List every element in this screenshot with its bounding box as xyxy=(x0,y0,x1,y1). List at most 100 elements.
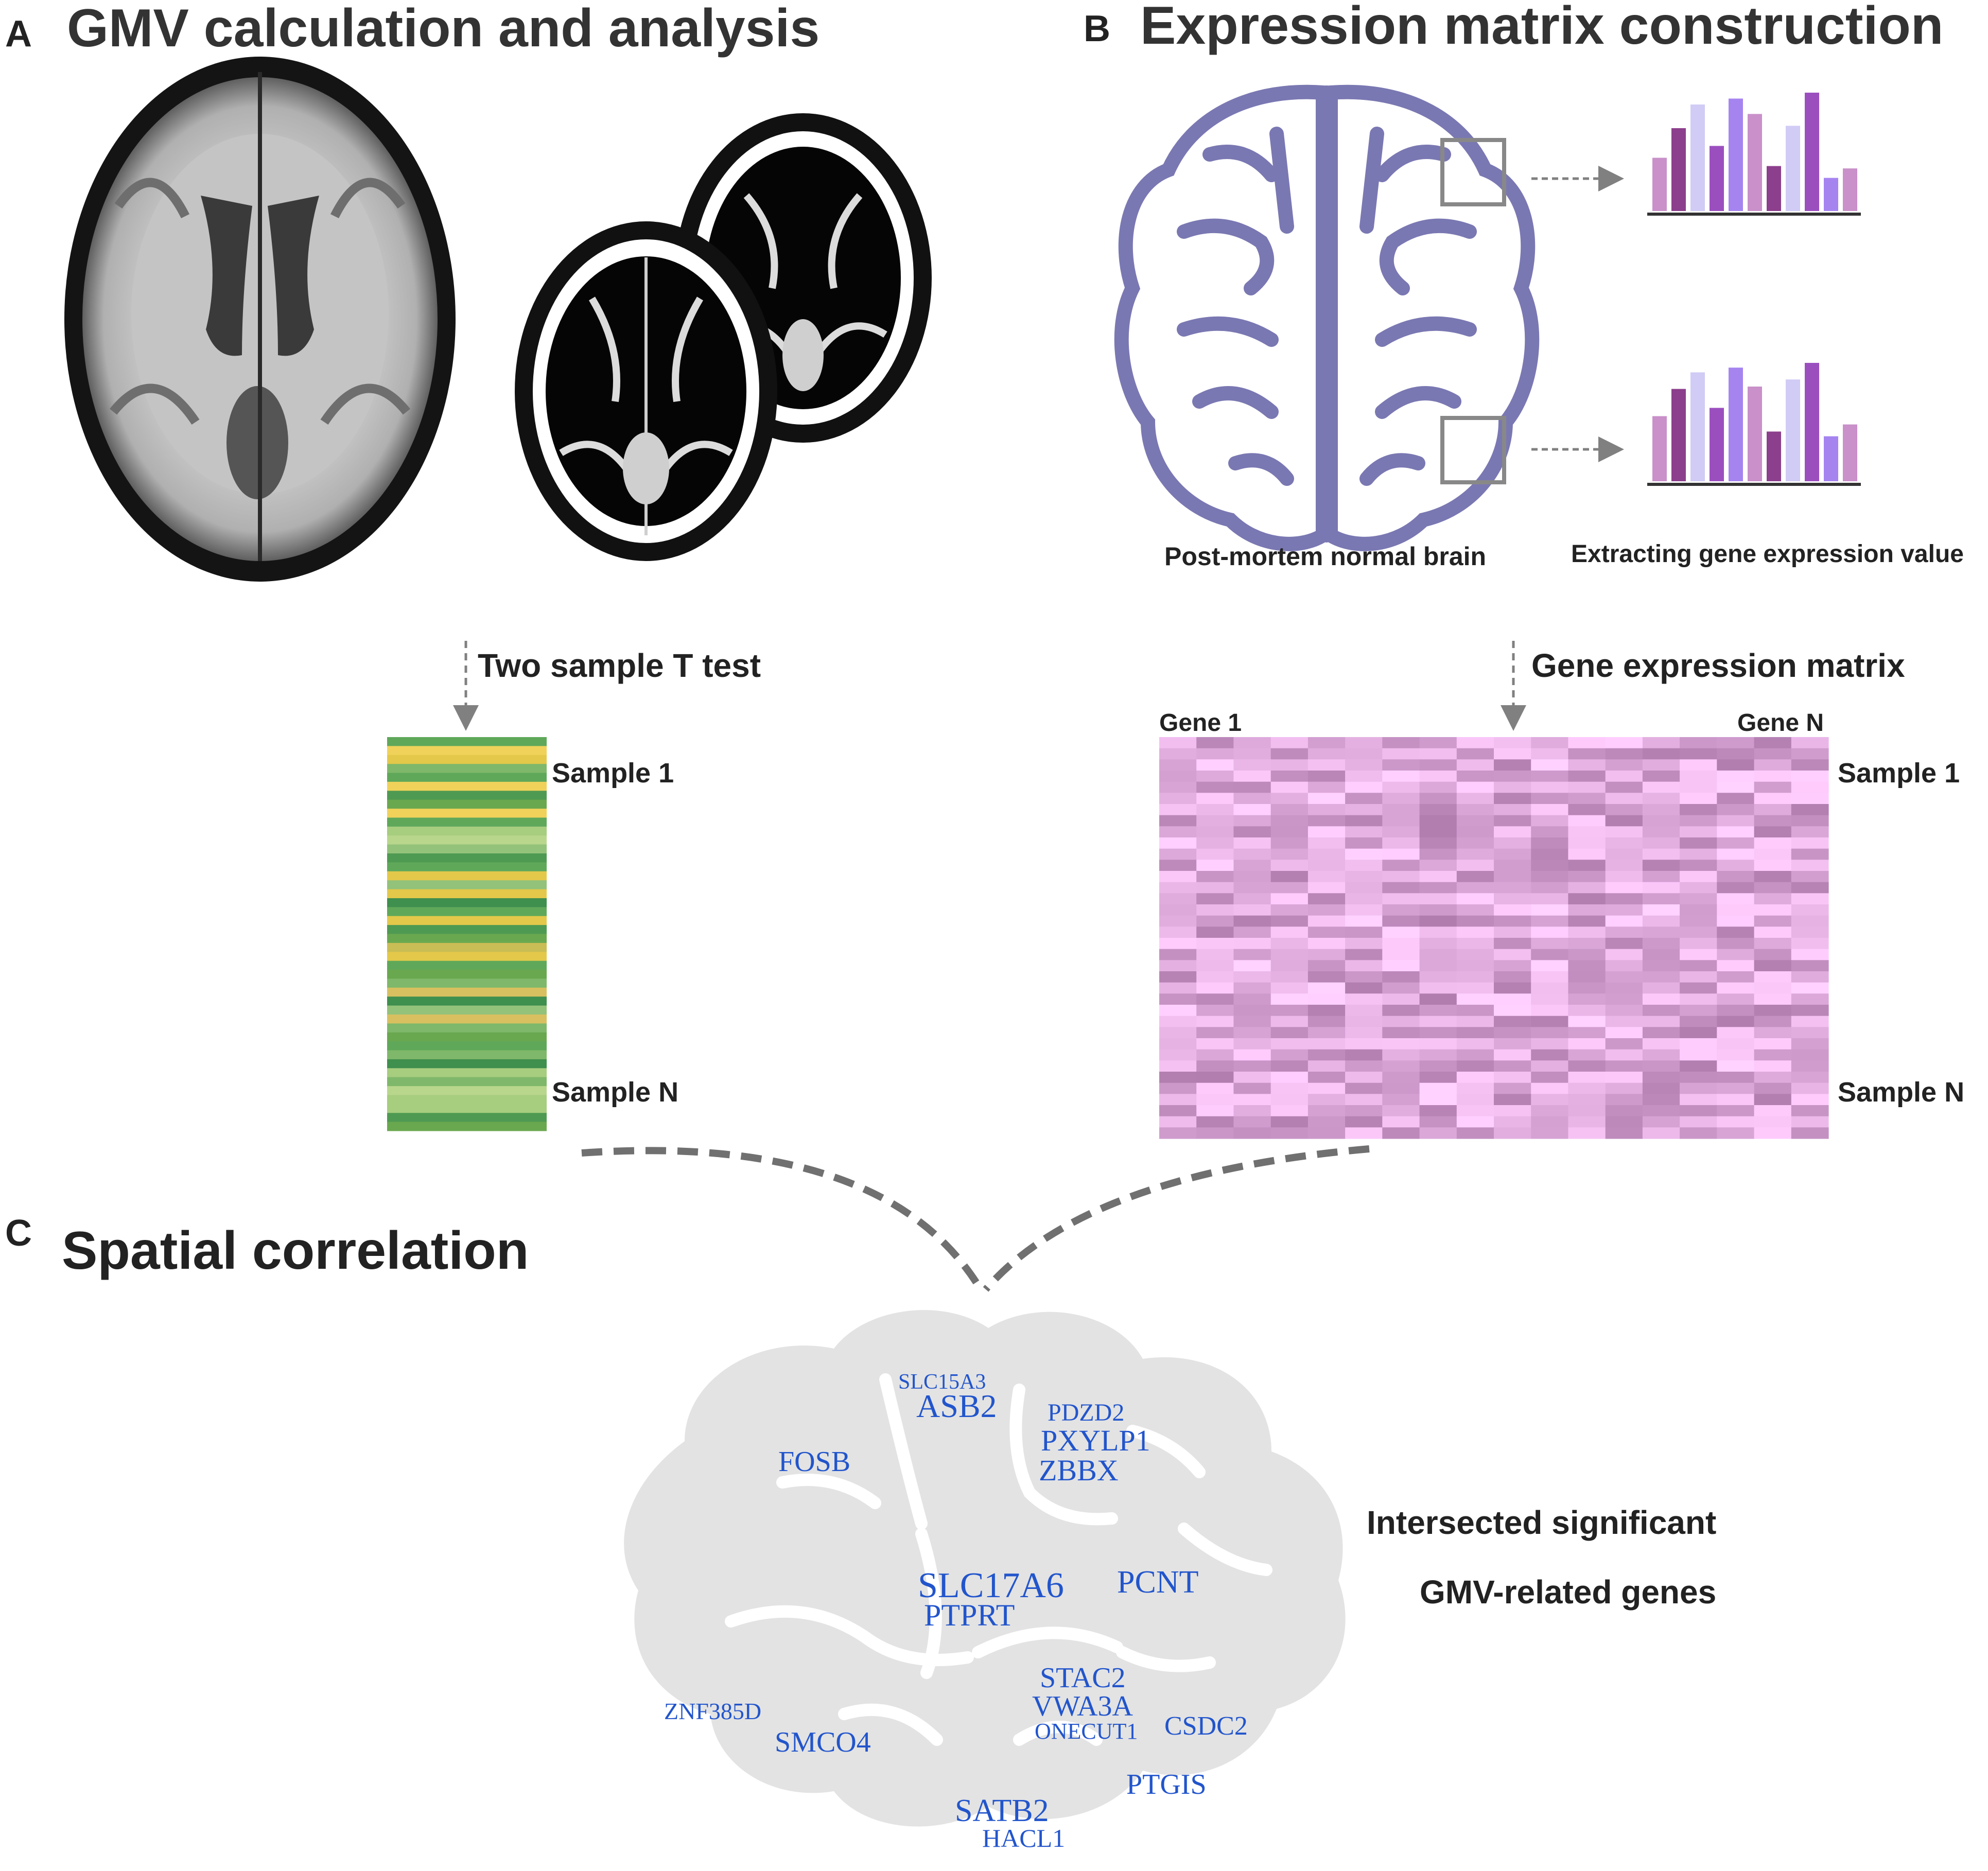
heatmap-cell xyxy=(1456,982,1494,994)
heatmap-cell xyxy=(1605,1082,1643,1094)
heatmap-cell xyxy=(1531,737,1568,749)
heatmap-cell xyxy=(1345,1105,1383,1117)
strip-cell xyxy=(387,764,547,774)
heatmap-cell xyxy=(1345,993,1383,1005)
heatmap-cell xyxy=(1717,771,1755,782)
bar xyxy=(1767,166,1781,211)
heatmap-cell xyxy=(1233,949,1271,960)
heatmap-cell xyxy=(1680,915,1717,927)
heatmap-cell xyxy=(1159,771,1197,782)
heatmap-cell xyxy=(1568,993,1606,1005)
heatmap-cell xyxy=(1382,915,1420,927)
heatmap-cell xyxy=(1531,1105,1568,1117)
heatmap-cell xyxy=(1494,793,1531,805)
heatmap-cell xyxy=(1791,826,1829,838)
heatmap-cell xyxy=(1568,893,1606,905)
heatmap-cell xyxy=(1419,882,1457,894)
heatmap-cell xyxy=(1382,1016,1420,1027)
heatmap-cell xyxy=(1270,938,1309,950)
panel-a-title: GMV calculation and analysis xyxy=(67,0,819,58)
heatmap-cell xyxy=(1642,1027,1680,1039)
bar xyxy=(1671,128,1686,211)
heatmap-cell xyxy=(1382,1060,1420,1072)
heatmap-cell xyxy=(1159,1016,1197,1027)
heatmap-cell xyxy=(1531,1005,1568,1017)
heatmap-cell xyxy=(1568,938,1606,950)
heatmap-cell xyxy=(1494,904,1531,916)
heatmap-cell xyxy=(1642,1127,1680,1139)
heatmap-cell xyxy=(1717,781,1755,793)
heatmap-cell xyxy=(1568,926,1606,938)
heatmap-cell xyxy=(1382,871,1420,883)
heatmap-cell xyxy=(1680,971,1717,983)
heatmap-cell xyxy=(1754,1060,1792,1072)
heatmap-cell xyxy=(1382,1094,1420,1106)
heatmap-cell xyxy=(1605,1116,1643,1128)
heatmap-cell xyxy=(1494,1082,1531,1094)
heatmap-cell xyxy=(1233,1105,1271,1117)
heatmap-cell xyxy=(1159,826,1197,838)
heatmap-cell xyxy=(1605,1094,1643,1106)
strip-cell xyxy=(387,996,547,1006)
heatmap-cell xyxy=(1568,915,1606,927)
heatmap-cell xyxy=(1345,1127,1383,1139)
strip-cell xyxy=(387,1023,547,1033)
heatmap-cell xyxy=(1196,949,1234,960)
brain-silhouette-icon xyxy=(624,1310,1346,1827)
heatmap-cell xyxy=(1717,893,1755,905)
bar xyxy=(1805,363,1819,481)
strip-cell xyxy=(387,835,547,845)
bar xyxy=(1843,424,1857,481)
heatmap-cell xyxy=(1270,893,1309,905)
heatmap-cell xyxy=(1456,860,1494,871)
heatmap-cell xyxy=(1307,949,1346,960)
heatmap-cell xyxy=(1196,1060,1234,1072)
strip-cell xyxy=(387,1095,547,1105)
heatmap-cell xyxy=(1568,1005,1606,1017)
heatmap-cell xyxy=(1159,737,1197,749)
heatmap-cell xyxy=(1307,893,1346,905)
heatmap-cell xyxy=(1605,949,1643,960)
heatmap-cell xyxy=(1233,771,1271,782)
heatmap-cell xyxy=(1233,926,1271,938)
heatmap-cell xyxy=(1494,826,1531,838)
heatmap-cell xyxy=(1531,915,1568,927)
heatmap-cell xyxy=(1494,837,1531,849)
heatmap-cell xyxy=(1754,781,1792,793)
heatmap-cell xyxy=(1307,960,1346,972)
heatmap-cell xyxy=(1791,1127,1829,1139)
heatmap-cell xyxy=(1270,1105,1309,1117)
heatmap-cell xyxy=(1568,1082,1606,1094)
gene-label: SMCO4 xyxy=(775,1726,871,1758)
heatmap-cell xyxy=(1159,938,1197,950)
heatmap-cell xyxy=(1307,1105,1346,1117)
heatmap-cell xyxy=(1159,793,1197,805)
heatmap-cell xyxy=(1531,860,1568,871)
heatmap-cell xyxy=(1419,1060,1457,1072)
gene-label: HACL1 xyxy=(982,1824,1065,1852)
heatmap-cell xyxy=(1605,1027,1643,1039)
heatmap-cell xyxy=(1680,781,1717,793)
heatmap-cell xyxy=(1680,1016,1717,1027)
heatmap-cell xyxy=(1270,793,1309,805)
heatmap-cell xyxy=(1494,771,1531,782)
heatmap-cell xyxy=(1717,815,1755,827)
heatmap-cell xyxy=(1419,1005,1457,1017)
heatmap-cell xyxy=(1456,971,1494,983)
heatmap-cell xyxy=(1531,938,1568,950)
gene-label: ASB2 xyxy=(916,1388,997,1424)
heatmap-cell xyxy=(1791,904,1829,916)
heatmap-cell xyxy=(1233,904,1271,916)
heatmap-cell xyxy=(1754,804,1792,816)
strip-cell xyxy=(387,853,547,863)
heatmap-cell xyxy=(1196,759,1234,771)
heatmap-cell xyxy=(1568,949,1606,960)
strip-sample-first: Sample 1 xyxy=(552,758,674,789)
heatmap-cell xyxy=(1680,1072,1717,1083)
panel-b-title: Expression matrix construction xyxy=(1140,0,1943,56)
heatmap-cell xyxy=(1307,1127,1346,1139)
strip-cell xyxy=(387,817,547,827)
heatmap-cell xyxy=(1717,1082,1755,1094)
caption-line-1: Intersected significant xyxy=(1367,1504,1716,1541)
heatmap-cell xyxy=(1680,993,1717,1005)
